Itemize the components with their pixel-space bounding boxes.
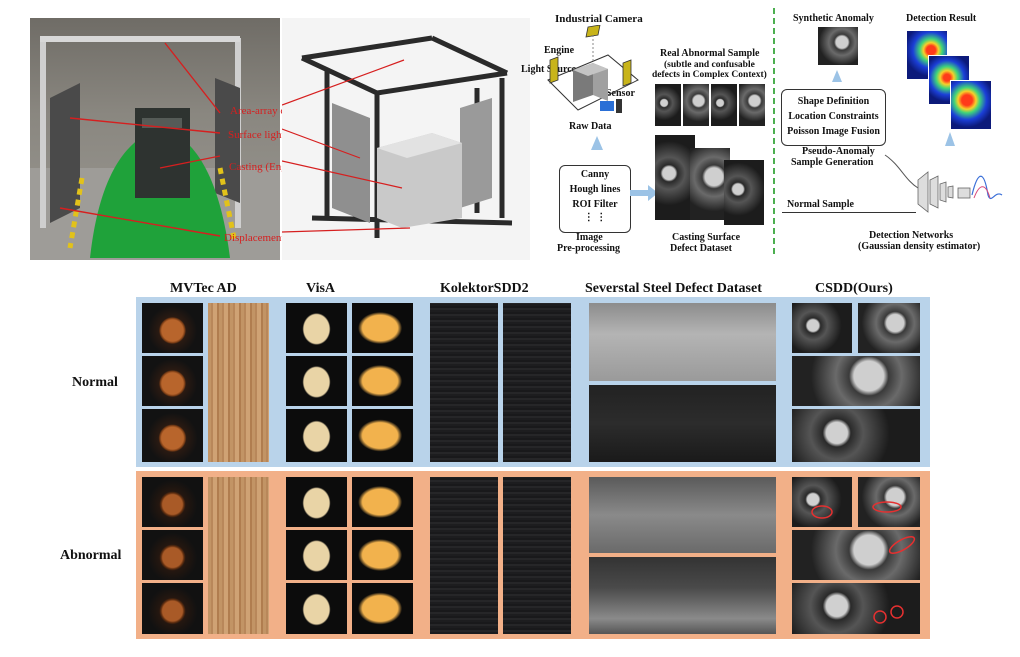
sample-tile <box>589 385 776 462</box>
acquisition-setup-diagram <box>547 25 639 113</box>
gen-caption-2: Sample Generation <box>791 157 874 168</box>
preprocessing-box: Canny Hough lines ROI Filter ⋮ ⋮ <box>559 165 631 233</box>
label-detection-result: Detection Result <box>906 13 977 24</box>
prep-caption-1: Image <box>576 232 603 243</box>
sample-tile <box>286 303 347 353</box>
prep-item-canny: Canny <box>580 169 610 180</box>
sample-tile <box>792 409 920 462</box>
sample-tile <box>503 477 571 634</box>
column-kolektor: KolektorSDD2 <box>440 281 529 296</box>
sample-tile <box>430 303 498 462</box>
label-synthetic-anomaly: Synthetic Anomaly <box>793 13 874 24</box>
dataset-caption-1: Casting Surface <box>672 232 741 243</box>
sample-tile <box>352 477 413 527</box>
sample-tile <box>286 356 347 406</box>
sample-tile <box>430 477 498 634</box>
real-sample-thumb <box>683 84 709 126</box>
real-sample-thumb <box>739 84 765 126</box>
dataset-thumb <box>724 160 764 225</box>
section-divider <box>773 8 775 254</box>
sample-tile <box>352 530 413 580</box>
sample-tile <box>792 530 920 580</box>
sample-tile <box>208 477 269 634</box>
network-diagram <box>884 154 1003 213</box>
defect-markers <box>811 501 916 624</box>
sample-tile <box>352 583 413 634</box>
heatmap-thumb <box>950 80 992 130</box>
sample-tile <box>589 477 776 553</box>
sample-tile <box>142 356 203 406</box>
column-mvtec: MVTec AD <box>170 281 237 296</box>
gen-item-location: Location Constraints <box>788 111 879 122</box>
dataset-thumb <box>690 148 730 220</box>
sample-tile <box>792 356 920 406</box>
row-normal: Normal <box>72 375 118 390</box>
gen-caption-1: Pseudo-Anomaly <box>802 146 875 157</box>
sample-tile <box>858 303 920 353</box>
label-sensor: Sensor <box>606 88 635 99</box>
gen-item-poisson: Poisson Image Fusion <box>787 126 880 137</box>
lab-setup-illustration <box>30 36 280 260</box>
sample-tile <box>286 530 347 580</box>
real-sample-sub1: (subtle and confusable <box>664 60 755 70</box>
sample-tile <box>792 583 920 634</box>
real-sample-thumb <box>655 84 681 126</box>
sample-tile <box>142 530 203 580</box>
label-normal-sample: Normal Sample <box>787 199 854 210</box>
sample-tile <box>142 583 203 634</box>
sample-tile <box>503 303 571 462</box>
generation-box: Shape Definition Location Constraints Po… <box>781 89 886 146</box>
arrow-up-icon <box>591 136 603 150</box>
prep-item-ellipsis: ⋮ ⋮ <box>583 212 607 223</box>
sample-tile <box>352 409 413 462</box>
sample-tile <box>142 477 203 527</box>
arrow-up-icon <box>832 70 842 82</box>
sample-tile <box>352 356 413 406</box>
lab-setup-photo <box>30 18 280 260</box>
sample-tile <box>792 303 852 353</box>
real-sample-title: Real Abnormal Sample <box>660 48 760 59</box>
prep-item-hough: Hough lines <box>569 184 621 195</box>
sample-tile <box>286 583 347 634</box>
prep-caption-2: Pre-processing <box>557 243 620 254</box>
column-visa: VisA <box>306 281 336 296</box>
computer-icon <box>600 101 614 111</box>
real-sample-sub2: defects in Complex Context) <box>652 70 767 80</box>
sample-tile <box>352 303 413 353</box>
dataset-thumb <box>655 135 695 220</box>
cad-rig-illustration <box>281 35 513 238</box>
label-engine: Engine <box>544 45 575 56</box>
dataset-caption-2: Defect Dataset <box>670 243 732 254</box>
row-abnormal: Abnormal <box>60 548 122 563</box>
arrow-up-icon <box>945 132 955 146</box>
arrow-right-icon <box>630 185 658 201</box>
net-caption-2: (Gaussian density estimator) <box>858 241 981 252</box>
sample-tile <box>589 303 776 381</box>
sample-tile <box>208 303 269 462</box>
column-csdd: CSDD(Ours) <box>815 281 893 296</box>
net-caption-1: Detection Networks <box>869 230 954 241</box>
synthetic-anomaly-thumb <box>818 27 858 65</box>
sample-tile <box>142 303 203 353</box>
column-severstal: Severstal Steel Defect Dataset <box>585 281 762 296</box>
label-raw-data: Raw Data <box>569 121 612 132</box>
normal-sample-line <box>782 212 916 213</box>
label-light-source-left: Light Source <box>521 64 577 75</box>
sample-tile <box>286 477 347 527</box>
prep-item-roi: ROI Filter <box>572 199 618 210</box>
sample-tile <box>589 557 776 634</box>
sample-tile <box>286 409 347 462</box>
cad-rig-render <box>281 18 530 260</box>
sample-tile <box>142 409 203 462</box>
real-sample-thumb <box>711 84 737 126</box>
label-industrial-camera: Industrial Camera <box>555 13 643 25</box>
gen-item-shape: Shape Definition <box>797 96 870 107</box>
